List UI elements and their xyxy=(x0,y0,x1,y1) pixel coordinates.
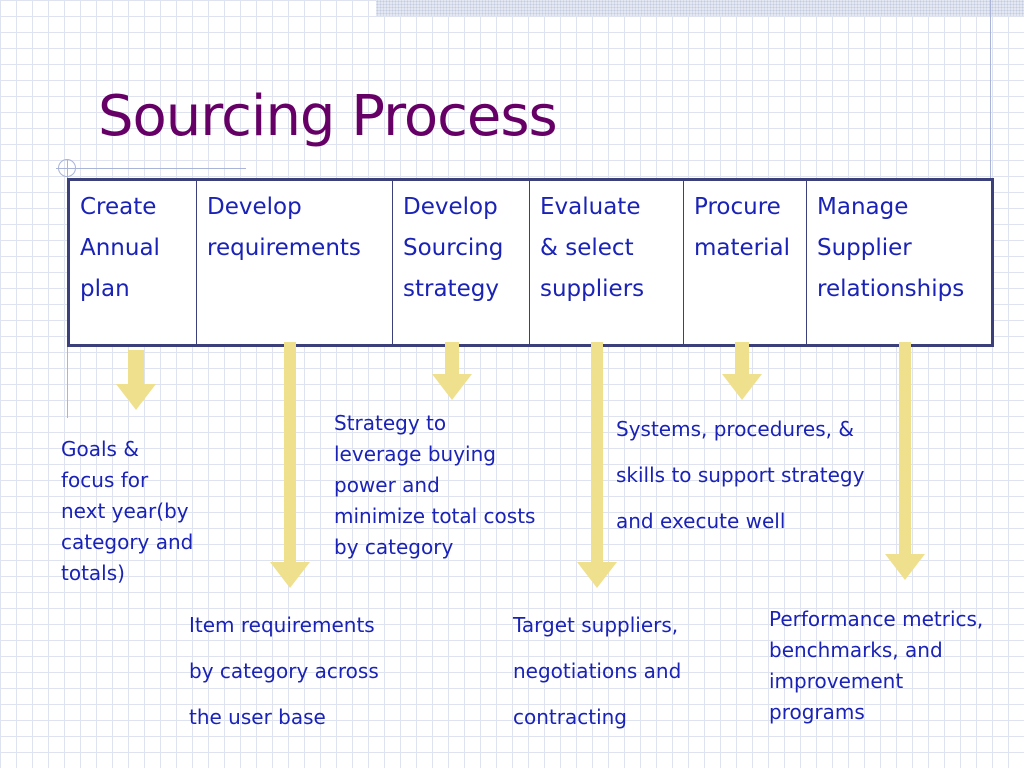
step-develop-sourcing-strategy: Develop Sourcing strategy xyxy=(392,179,530,346)
process-steps-row: Create Annual plan Develop requirements … xyxy=(68,179,993,346)
down-arrow-icon xyxy=(270,342,310,588)
outcome-line: the user base xyxy=(189,705,326,729)
step-manage-supplier-relationships: Manage Supplier relationships xyxy=(806,179,993,346)
decorative-vertical-rule-right xyxy=(990,0,991,345)
down-arrow-icon xyxy=(432,342,472,400)
outcome-strategy: Strategy to leverage buying power and mi… xyxy=(334,408,535,563)
step-line: Create xyxy=(80,194,157,220)
step-line: requirements xyxy=(207,235,361,261)
step-line: & select xyxy=(540,235,634,261)
outcome-item-requirements: Item requirements by category across the… xyxy=(189,602,379,740)
step-line: Develop xyxy=(207,194,302,220)
step-create-annual-plan: Create Annual plan xyxy=(68,179,197,346)
outcome-line: and execute well xyxy=(616,509,786,533)
step-line: plan xyxy=(80,276,130,302)
step-develop-requirements: Develop requirements xyxy=(196,179,393,346)
outcome-line: skills to support strategy xyxy=(616,463,865,487)
outcome-line: Target suppliers, xyxy=(513,613,679,637)
outcome-line: totals) xyxy=(61,561,125,585)
process-steps-table: Create Annual plan Develop requirements … xyxy=(67,178,994,347)
slide-title: Sourcing Process xyxy=(98,84,558,149)
outcome-goals: Goals & focus for next year(by category … xyxy=(61,434,193,589)
outcome-line: programs xyxy=(769,700,865,724)
step-line: Evaluate xyxy=(540,194,641,220)
outcome-line: improvement xyxy=(769,669,904,693)
outcome-line: negotiations and xyxy=(513,659,682,683)
down-arrow-icon xyxy=(885,342,925,580)
outcome-target-suppliers: Target suppliers, negotiations and contr… xyxy=(513,602,681,740)
outcome-line: focus for xyxy=(61,468,149,492)
outcome-line: Goals & xyxy=(61,437,139,461)
down-arrow-icon xyxy=(722,342,762,400)
outcome-line: category and xyxy=(61,530,194,554)
outcome-performance: Performance metrics, benchmarks, and imp… xyxy=(769,604,983,728)
step-procure-material: Procure material xyxy=(683,179,807,346)
outcome-line: contracting xyxy=(513,705,627,729)
step-line: Supplier xyxy=(817,235,912,261)
step-line: relationships xyxy=(817,276,965,302)
step-line: Sourcing xyxy=(403,235,504,261)
decorative-circle xyxy=(58,159,76,177)
step-line: Manage xyxy=(817,194,909,220)
down-arrow-icon xyxy=(577,342,617,588)
outcome-line: minimize total costs xyxy=(334,504,536,528)
step-line: Procure xyxy=(694,194,781,220)
outcome-line: Systems, procedures, & xyxy=(616,417,854,441)
step-line: suppliers xyxy=(540,276,645,302)
outcome-line: Item requirements xyxy=(189,613,375,637)
decorative-horizontal-rule xyxy=(56,168,246,169)
outcome-line: power and xyxy=(334,473,440,497)
decorative-corner-band xyxy=(376,0,1024,16)
outcome-line: next year(by xyxy=(61,499,189,523)
outcome-systems: Systems, procedures, & skills to support… xyxy=(616,406,864,544)
step-line: Annual xyxy=(80,235,160,261)
outcome-line: benchmarks, and xyxy=(769,638,943,662)
outcome-line: by category xyxy=(334,535,454,559)
outcome-line: Performance metrics, xyxy=(769,607,984,631)
outcome-line: by category across xyxy=(189,659,379,683)
outcome-line: leverage buying xyxy=(334,442,496,466)
step-evaluate-select-suppliers: Evaluate & select suppliers xyxy=(529,179,684,346)
outcome-line: Strategy to xyxy=(334,411,447,435)
step-line: strategy xyxy=(403,276,499,302)
step-line: Develop xyxy=(403,194,498,220)
down-arrow-icon xyxy=(116,350,156,410)
step-line: material xyxy=(694,235,790,261)
